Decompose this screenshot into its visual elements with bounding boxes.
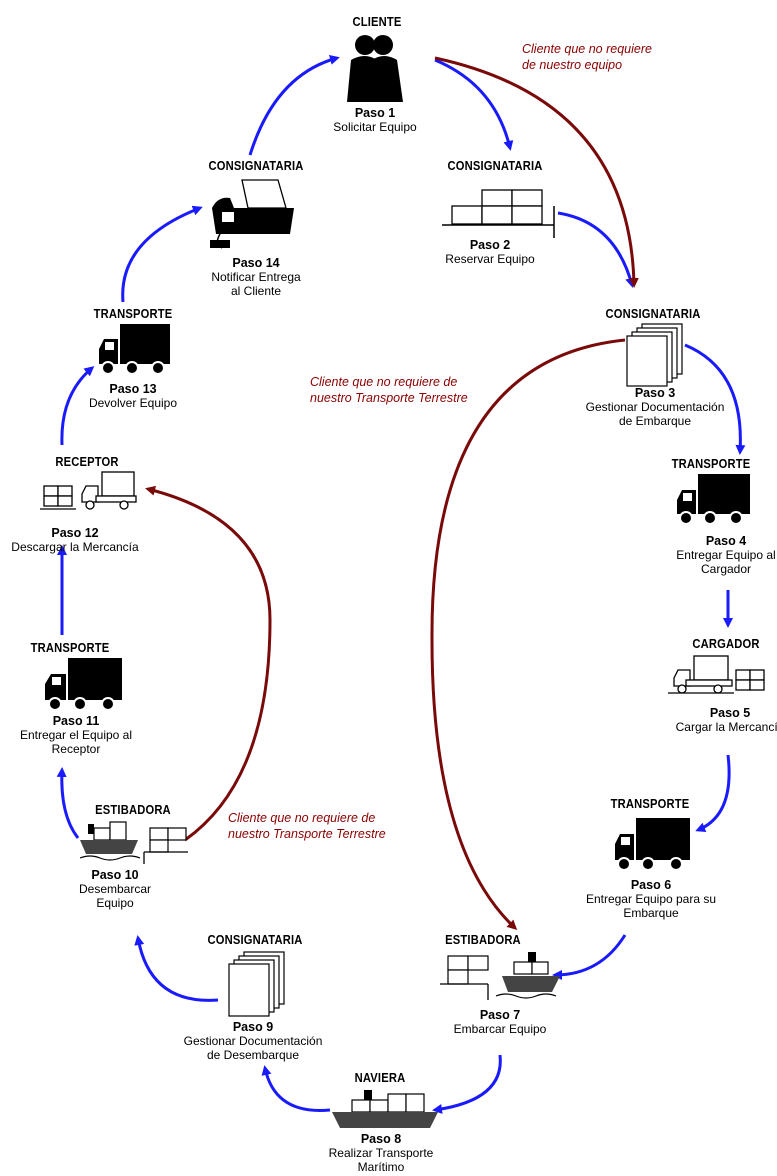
alt-arrow-10-12: [145, 485, 272, 842]
arrow-2-3: [557, 211, 636, 288]
role-consignataria-2: CONSIGNATARIA: [447, 158, 543, 173]
arrow-13-14: [121, 205, 203, 303]
role-transporte-6: TRANSPORTE: [610, 796, 690, 811]
step-description: Entregar Equipo para su Embarque: [585, 892, 717, 920]
alt-arrow-3-7: [430, 338, 626, 931]
node-paso-1: Paso 1 Solicitar Equipo: [285, 106, 465, 134]
role-receptor: RECEPTOR: [55, 454, 119, 469]
step-label: Paso 10: [91, 868, 139, 882]
people-icon: [347, 35, 403, 102]
ship-icon: [332, 1090, 438, 1128]
step-label: Paso 2: [469, 238, 511, 252]
step-description: Cargar la Mercancía: [675, 720, 777, 734]
step-description: Gestionar Documentación de Embarque: [585, 400, 725, 428]
node-paso-14: Paso 14 Notificar Entrega al Cliente: [166, 256, 346, 298]
step-label: Paso 8: [360, 1132, 402, 1146]
truck-icon: [99, 324, 170, 375]
arrow-1-2: [434, 58, 514, 151]
truck-icon: [615, 818, 690, 871]
step-label: Paso 9: [232, 1020, 274, 1034]
arrow-7-8: [432, 1054, 502, 1114]
truck-icon: [45, 658, 122, 711]
node-paso-4: Paso 4 Entregar Equipo al Cargador: [636, 534, 777, 576]
arrow-12-13: [60, 366, 95, 446]
step-description: Notificar Entrega al Cliente: [211, 270, 301, 298]
node-paso-10: Paso 10 Desembarcar Equipo: [25, 868, 205, 910]
step-description: Solicitar Equipo: [333, 120, 417, 134]
node-paso-5: Paso 5 Cargar la Mercancía: [640, 706, 777, 734]
role-consignataria-3: CONSIGNATARIA: [605, 306, 701, 321]
role-cliente: CLIENTE: [352, 14, 402, 29]
containers-icon: [442, 189, 555, 238]
step-label: Paso 1: [354, 106, 396, 120]
documents-icon: [626, 323, 683, 387]
step-label: Paso 6: [630, 878, 672, 892]
arrow-14-1: [248, 55, 340, 156]
documents-icon: [228, 951, 285, 1017]
step-description: Entregar el Equipo al Receptor: [19, 728, 133, 756]
note-skip-land-transport-2: Cliente que no requiere de nuestro Trans…: [228, 811, 386, 841]
arrow-9-10: [134, 935, 219, 1002]
ship-dock-icon: [440, 952, 560, 1000]
step-label: Paso 5: [709, 706, 751, 720]
step-label: Paso 3: [634, 386, 676, 400]
step-label: Paso 12: [51, 526, 99, 540]
node-paso-8: Paso 8 Realizar Transporte Marítimo: [291, 1132, 471, 1174]
step-description: Embarcar Equipo: [453, 1022, 547, 1036]
truck-icon: [677, 474, 750, 525]
arrow-5-6: [695, 754, 731, 832]
step-label: Paso 11: [52, 714, 100, 728]
role-consignataria-9: CONSIGNATARIA: [207, 932, 303, 947]
truck-unload-icon: [40, 471, 137, 510]
node-paso-9: Paso 9 Gestionar Documentación de Desemb…: [163, 1020, 343, 1062]
node-paso-3: Paso 3 Gestionar Documentación de Embarq…: [565, 386, 745, 428]
step-description: Descargar la Mercancía: [11, 540, 139, 554]
step-description: Devolver Equipo: [88, 396, 178, 410]
role-transporte-13: TRANSPORTE: [93, 306, 173, 321]
arrow-3-4: [684, 343, 746, 455]
ship-dock-icon: [80, 821, 188, 864]
role-consignataria-14: CONSIGNATARIA: [208, 158, 304, 173]
arrow-8-9: [261, 1065, 331, 1112]
role-transporte-11: TRANSPORTE: [30, 640, 110, 655]
role-estibadora-7: ESTIBADORA: [445, 932, 521, 947]
step-label: Paso 4: [705, 534, 747, 548]
role-estibadora-10: ESTIBADORA: [95, 802, 171, 817]
node-paso-12: Paso 12 Descargar la Mercancía: [0, 526, 165, 554]
fax-icon: [210, 179, 294, 249]
step-label: Paso 14: [232, 256, 280, 270]
node-paso-2: Paso 2 Reservar Equipo: [400, 238, 580, 266]
role-cargador: CARGADOR: [692, 636, 760, 651]
node-paso-7: Paso 7 Embarcar Equipo: [410, 1008, 590, 1036]
note-skip-equipment: Cliente que no requiere de nuestro equip…: [522, 42, 652, 72]
role-naviera: NAVIERA: [354, 1070, 406, 1085]
step-label: Paso 13: [109, 382, 157, 396]
note-skip-land-transport-1: Cliente que no requiere de nuestro Trans…: [310, 375, 468, 405]
step-description: Gestionar Documentación de Desembarque: [183, 1034, 323, 1062]
step-description: Entregar Equipo al Cargador: [676, 548, 776, 576]
alt-arrow-1-3: [434, 56, 639, 288]
role-transporte-4: TRANSPORTE: [671, 456, 751, 471]
step-description: Realizar Transporte Marítimo: [328, 1146, 434, 1174]
arrow-6-7: [552, 934, 627, 980]
node-paso-6: Paso 6 Entregar Equipo para su Embarque: [561, 878, 741, 920]
step-label: Paso 7: [479, 1008, 521, 1022]
step-description: Desembarcar Equipo: [78, 882, 152, 910]
node-paso-13: Paso 13 Devolver Equipo: [43, 382, 223, 410]
arrow-10-11: [56, 767, 80, 839]
step-description: Reservar Equipo: [445, 252, 535, 266]
truck-load-icon: [668, 655, 765, 694]
node-paso-11: Paso 11 Entregar el Equipo al Receptor: [0, 714, 166, 756]
